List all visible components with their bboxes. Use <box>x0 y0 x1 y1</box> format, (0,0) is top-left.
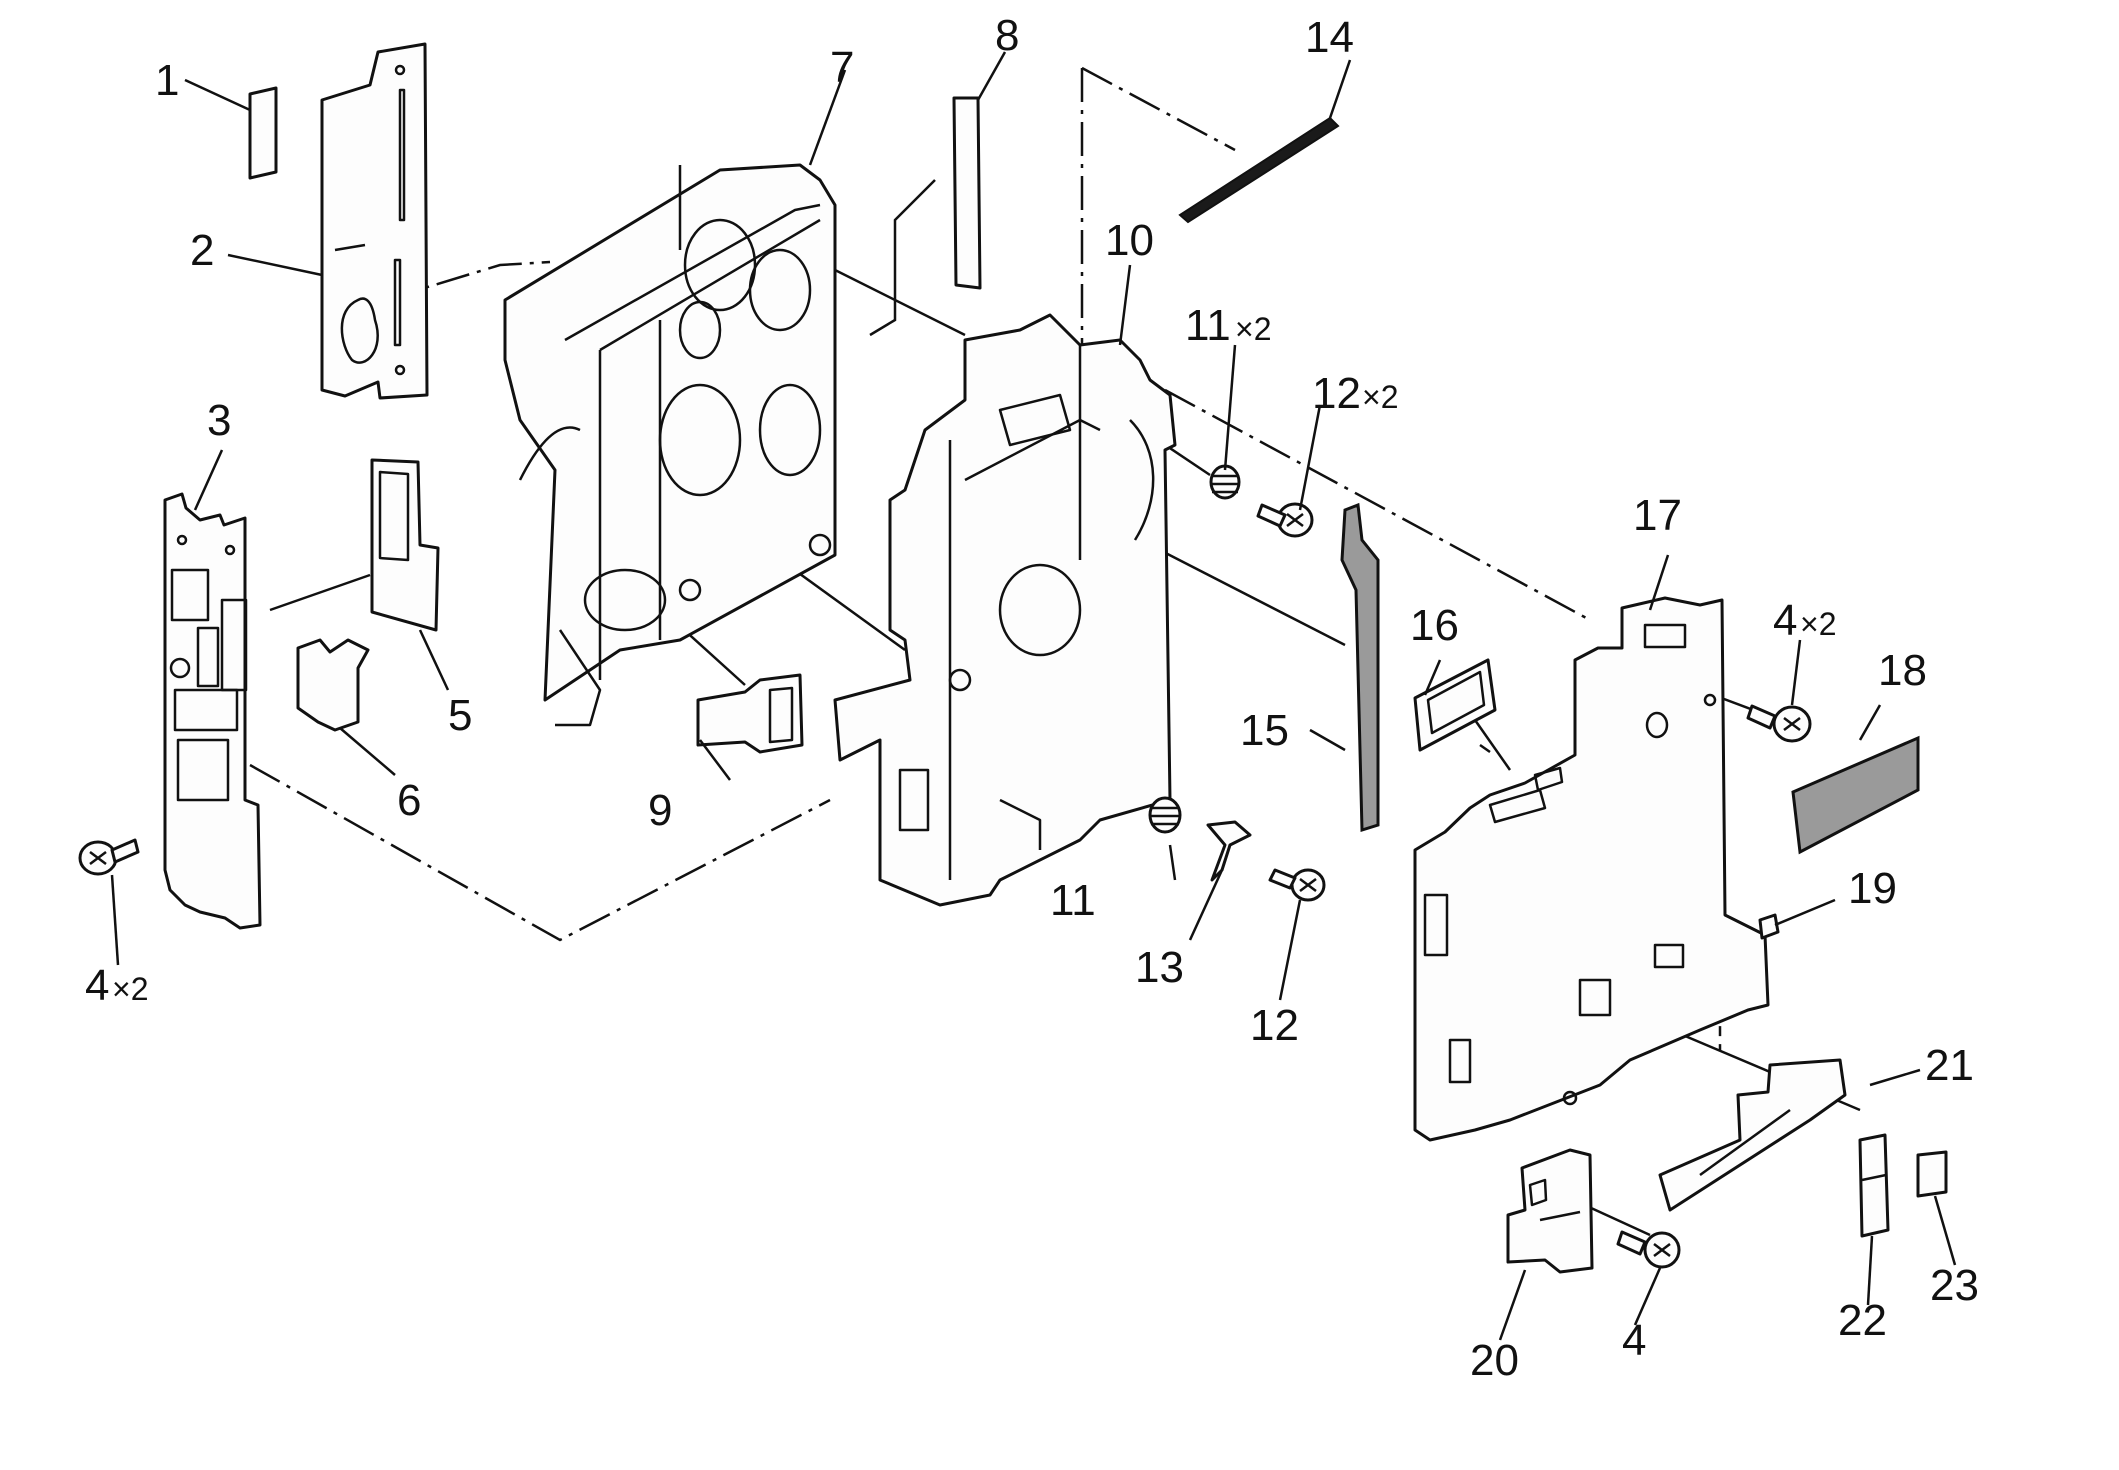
part-9-flex-connector <box>696 673 804 754</box>
part-4-screw-right-pair <box>1746 704 1812 743</box>
part-2-shield-plate <box>320 42 429 400</box>
part-17-main-board <box>1413 596 1770 1142</box>
part-14-rubber-strip <box>1178 116 1340 224</box>
part-18-pad-block <box>1791 735 1920 855</box>
callout-14: 14 <box>1305 13 1354 62</box>
callout-16: 16 <box>1410 601 1459 650</box>
callout-22: 22 <box>1838 1296 1887 1345</box>
part-12-screw-lower <box>1268 868 1326 902</box>
part-6-small-shield <box>296 638 370 732</box>
callout-7: 7 <box>830 43 854 92</box>
callout-15: 15 <box>1240 706 1289 755</box>
callout-4-bottom: 4 <box>1622 1316 1646 1365</box>
callout-4-right-qty: ×2 <box>1800 606 1836 642</box>
part-15-long-strip <box>1340 502 1380 833</box>
part-1-label-sheet <box>248 86 278 180</box>
callout-4-right: 4 <box>1773 596 1797 645</box>
callout-18: 18 <box>1878 646 1927 695</box>
callout-4-left: 4 <box>85 961 109 1010</box>
part-3-circuit-board <box>163 492 262 930</box>
part-11-spring-lower <box>1148 796 1182 834</box>
callout-12-lower: 12 <box>1250 1001 1299 1050</box>
callout-19: 19 <box>1848 864 1897 913</box>
part-12-screw-upper <box>1256 502 1314 538</box>
callout-13: 13 <box>1135 943 1184 992</box>
part-5-bracket-sheet <box>370 458 440 632</box>
callout-4-left-qty: ×2 <box>112 971 148 1007</box>
part-8-flat-strip <box>952 96 982 290</box>
part-4-screw-bottom <box>1616 1230 1681 1269</box>
part-4-screw-left <box>78 838 140 876</box>
callout-10: 10 <box>1105 216 1154 265</box>
callout-21: 21 <box>1925 1041 1974 1090</box>
part-20-bracket <box>1506 1148 1594 1274</box>
callout-3: 3 <box>207 396 231 445</box>
callout-9: 9 <box>648 786 672 835</box>
callout-1: 1 <box>155 56 179 105</box>
callout-12-upper: 12 <box>1312 369 1361 418</box>
part-13-clip <box>1206 820 1252 882</box>
callout-8: 8 <box>995 11 1019 60</box>
part-11-spring-upper <box>1209 464 1241 500</box>
part-23-small-label <box>1916 1150 1948 1198</box>
callout-6: 6 <box>397 776 421 825</box>
callout-5: 5 <box>448 691 472 740</box>
callout-11-upper-qty: ×2 <box>1235 311 1271 347</box>
callout-23: 23 <box>1930 1261 1979 1310</box>
part-21-insulator-sheet <box>1658 1058 1847 1212</box>
callout-17: 17 <box>1633 491 1682 540</box>
part-22-label <box>1858 1133 1890 1238</box>
callout-11-upper: 11 <box>1185 301 1231 350</box>
callout-labels: 1 2 3 4 ×2 5 6 7 8 9 10 11 ×2 12 ×2 11 1… <box>85 11 1979 1385</box>
part-10-main-chassis <box>833 313 1177 907</box>
part-16-frame <box>1413 658 1497 752</box>
part-19-tab <box>1758 913 1780 940</box>
callout-12-upper-qty: ×2 <box>1362 379 1398 415</box>
callout-11-lower: 11 <box>1050 876 1096 925</box>
callout-2: 2 <box>190 226 214 275</box>
callout-leaders <box>110 51 1957 1341</box>
callout-20: 20 <box>1470 1336 1519 1385</box>
part-7-mechanism-deck <box>503 163 837 727</box>
